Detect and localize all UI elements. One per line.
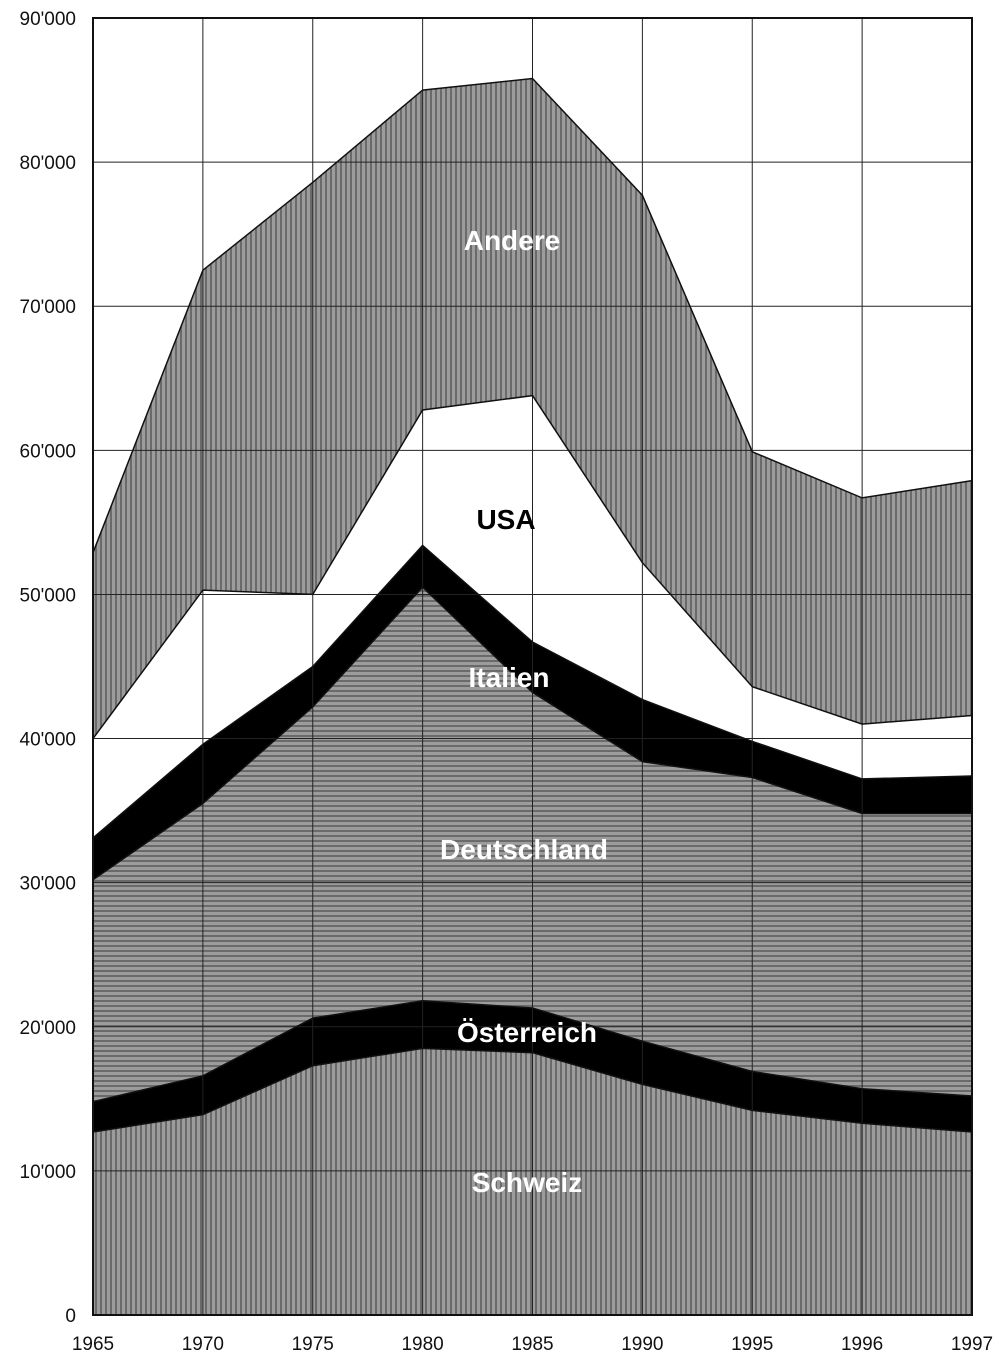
series-labels: Schweiz Österreich Deutschland Italien USA An… (440, 225, 608, 1198)
x-tick-label: 1975 (292, 1334, 334, 1355)
y-axis-ticks: 0 10'000 20'000 30'000 40'000 50'000 60'000 70'… (20, 9, 76, 1327)
y-tick-label: 50'000 (20, 585, 76, 606)
x-tick-label: 1965 (72, 1334, 114, 1355)
x-tick-label: 1980 (401, 1334, 443, 1355)
series-label: Italien (469, 662, 550, 693)
series-label: USA (476, 504, 535, 535)
x-tick-label: 1995 (731, 1334, 773, 1355)
gridlines (92, 17, 973, 1316)
y-tick-label: 40'000 (20, 730, 76, 751)
y-tick-label: 0 (65, 1306, 76, 1327)
y-tick-label: 80'000 (20, 153, 76, 174)
y-tick-label: 10'000 (20, 1162, 76, 1183)
area-outline-deutschland (92, 586, 972, 881)
area-italien (93, 545, 972, 880)
x-tick-label: 1997 (951, 1334, 993, 1355)
series-label: Schweiz (472, 1167, 582, 1198)
x-tick-label: 1985 (511, 1334, 553, 1355)
area-outline-schweiz (92, 1047, 973, 1133)
x-axis-ticks: 1965 1970 1975 1980 1985 1990 1995 1996 1997 (72, 1334, 993, 1355)
area-outline-andere (92, 77, 973, 553)
x-tick-label: 1990 (621, 1334, 663, 1355)
area-outline-italien (92, 544, 973, 839)
plot-frame (92, 17, 973, 1316)
y-tick-label: 20'000 (20, 1018, 76, 1039)
series-label: Österreich (457, 1017, 597, 1048)
y-tick-label: 90'000 (20, 9, 76, 30)
x-tick-label: 1996 (841, 1334, 883, 1355)
area-outline-oesterreich (92, 1000, 973, 1103)
y-tick-label: 30'000 (20, 874, 76, 895)
series-label: Andere (464, 225, 560, 256)
x-tick-label: 1970 (182, 1334, 224, 1355)
area-outlines (92, 77, 973, 1133)
area-outline-usa (92, 394, 973, 740)
series-label: Deutschland (440, 834, 608, 865)
y-tick-label: 60'000 (20, 441, 76, 462)
y-tick-label: 70'000 (20, 297, 76, 318)
